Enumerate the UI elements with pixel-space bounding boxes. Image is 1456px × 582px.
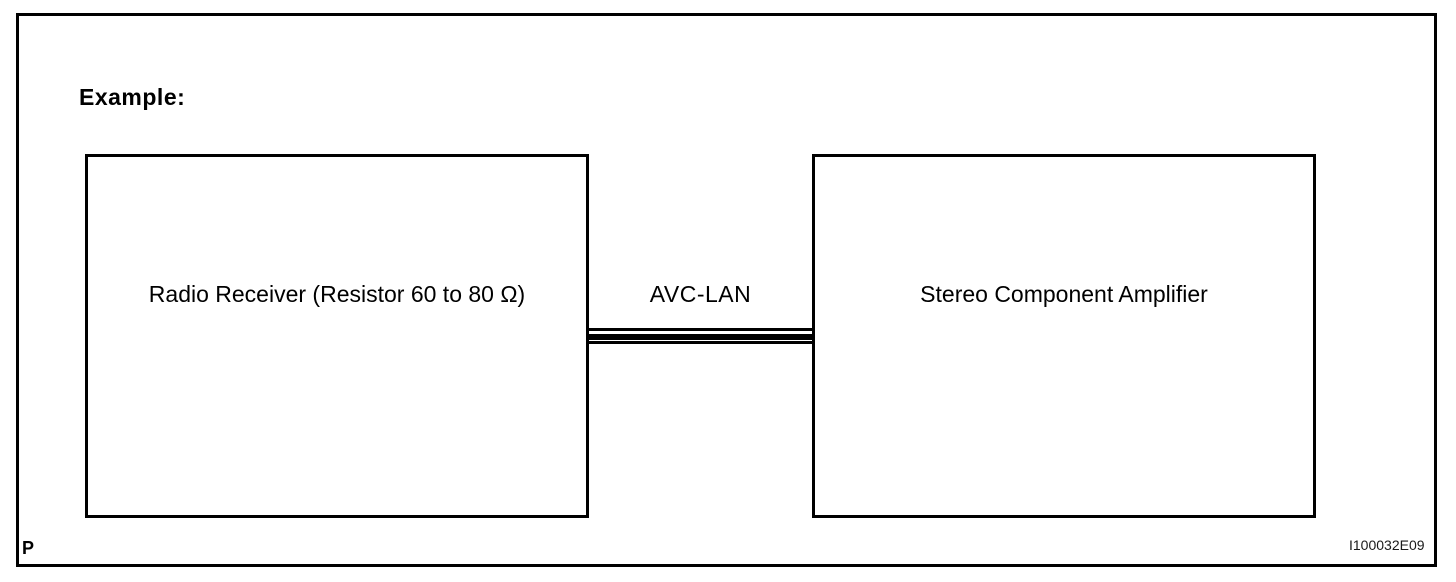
bus-line-thick-band: [589, 334, 812, 340]
figure-code: I100032E09: [1349, 537, 1425, 553]
page-marker: P: [22, 538, 35, 558]
bus-line-thin-top: [589, 328, 812, 331]
example-label: Example:: [79, 84, 186, 110]
radio-receiver-label: Radio Receiver (Resistor 60 to 80 Ω): [148, 281, 526, 307]
stereo-amplifier-box: Stereo Component Amplifier: [812, 154, 1316, 518]
diagram-outer-frame: [16, 13, 1437, 567]
stereo-amplifier-label: Stereo Component Amplifier: [920, 281, 1208, 307]
bus-line-thin-bottom: [589, 341, 812, 344]
avc-lan-label: AVC-LAN: [649, 281, 752, 307]
avc-lan-bus-line: [589, 328, 812, 344]
radio-receiver-box: Radio Receiver (Resistor 60 to 80 Ω): [85, 154, 589, 518]
